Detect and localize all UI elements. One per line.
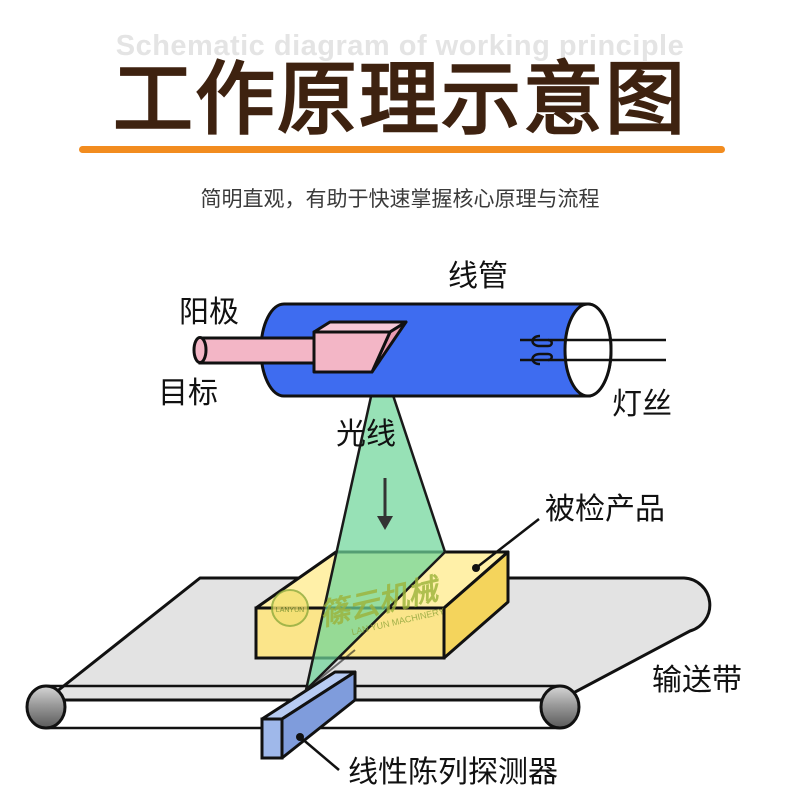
- title-underline: [79, 146, 725, 153]
- label-conveyor: 输送带: [652, 663, 742, 698]
- beam-direction-arrow-icon: [377, 478, 393, 530]
- tagline: 简明直观，有助于快速掌握核心原理与流程: [200, 187, 600, 211]
- subtitle-english: Schematic diagram of working principle: [115, 30, 685, 62]
- conveyor-roller-right: [539, 684, 581, 730]
- anode: [192, 336, 320, 365]
- anode-target: [312, 320, 408, 374]
- label-filament: 灯丝: [612, 387, 672, 422]
- brand-badge: [271, 589, 309, 627]
- brand-badge-text: LANYUN: [276, 607, 304, 614]
- label-target: 目标: [158, 376, 218, 411]
- conveyor-roller-left: [25, 684, 67, 730]
- page-title: 工作原理示意图: [113, 53, 687, 146]
- filament: [520, 334, 666, 366]
- detector-leader-line: [299, 736, 340, 771]
- label-tube: 线管: [448, 259, 508, 294]
- label-detector: 线性陈列探测器: [348, 755, 558, 790]
- product-leader-line: [475, 518, 540, 569]
- label-xray: 光线: [336, 417, 396, 452]
- label-product: 被检产品: [545, 492, 665, 527]
- label-anode: 阳极: [179, 295, 239, 330]
- xray-beam: [304, 354, 447, 692]
